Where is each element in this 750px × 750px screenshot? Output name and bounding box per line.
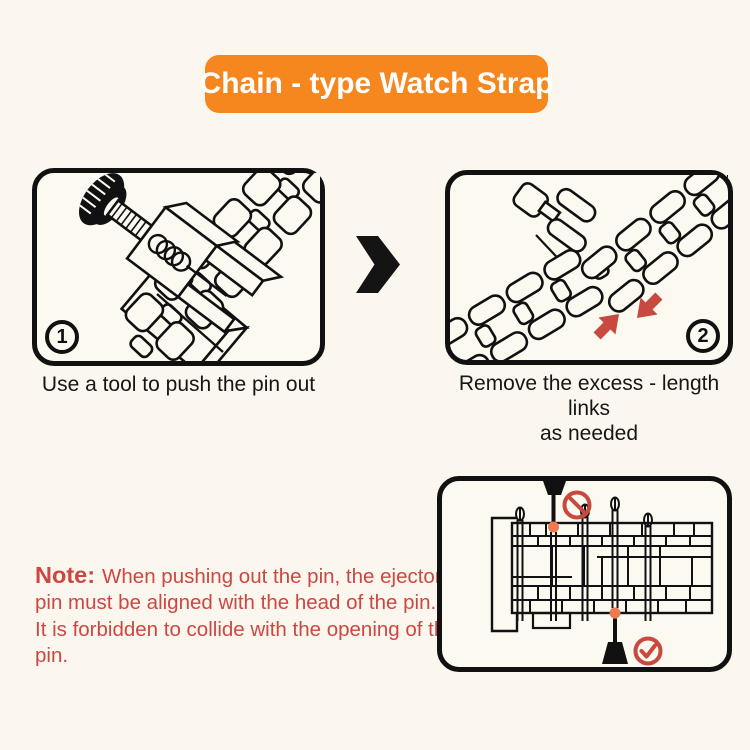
note-label: Note:	[35, 561, 96, 588]
step1-number-badge: 1	[45, 320, 79, 354]
threaded-shaft	[105, 198, 154, 242]
step1-panel: 1	[32, 168, 325, 366]
note-line2: pin must be aligned with the head of the…	[35, 591, 437, 614]
step1-illustration	[75, 173, 320, 361]
step2-illustration	[450, 175, 728, 360]
next-step-chevron-icon	[356, 236, 400, 293]
band-end-block	[490, 516, 519, 633]
ejector-needle	[156, 293, 224, 353]
step1-number: 1	[56, 326, 68, 348]
step2-caption: Remove the excess - length links as need…	[440, 371, 738, 446]
step2-caption-line1: Remove the excess - length links	[458, 372, 720, 420]
alignment-dot-correct	[609, 607, 621, 619]
top-ejector-pin	[543, 481, 566, 522]
detail-panel	[437, 476, 732, 672]
step1-caption: Use a tool to push the pin out	[32, 372, 325, 397]
step1-caption-line: Use a tool to push the pin out	[41, 373, 316, 396]
alignment-dot-wrong	[548, 521, 559, 533]
page-title: Chain - type Watch Strap	[199, 67, 554, 100]
title-banner: Chain - type Watch Strap	[200, 55, 553, 113]
detached-link	[512, 182, 597, 253]
link-remover-tool	[75, 173, 285, 334]
checkmark-icon	[633, 636, 663, 666]
step2-number: 2	[697, 325, 709, 347]
push-pin	[185, 264, 228, 297]
step2-caption-line2: as needed	[539, 422, 639, 445]
link-pins	[515, 496, 653, 621]
tool-body	[125, 201, 285, 334]
note-line1: When pushing out the pin, the ejector	[102, 564, 442, 588]
note-line3: It is forbidden to collide with the open…	[35, 617, 457, 668]
bottom-ejector-pin	[602, 618, 628, 664]
step2-number-badge: 2	[686, 319, 720, 353]
pin-alignment-diagram	[490, 481, 714, 666]
note-text: Note:When pushing out the pin, the eject…	[35, 562, 470, 670]
step2-panel: 2	[445, 170, 733, 365]
prohibition-icon	[562, 490, 592, 520]
